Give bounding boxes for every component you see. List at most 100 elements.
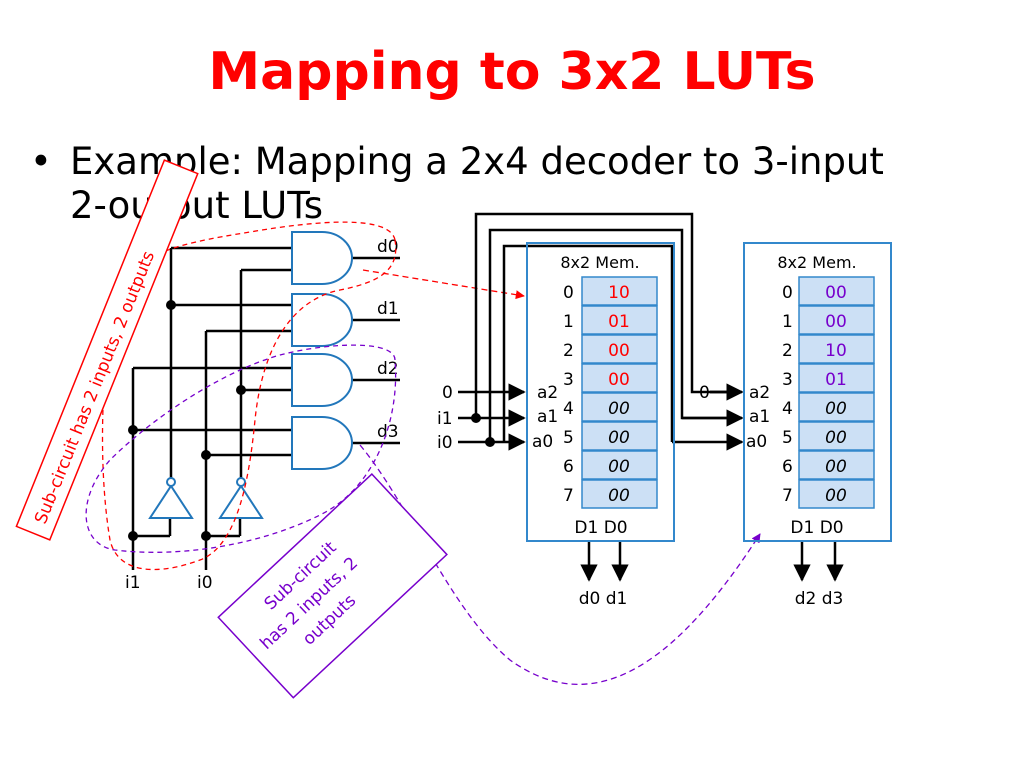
lut1-value: 01 xyxy=(608,312,630,332)
inverter-i0-bubble xyxy=(236,477,246,487)
lut1-data-pins: D1 D0 xyxy=(574,518,627,538)
purple-dashed-arrow xyxy=(359,444,761,685)
lut2-value: 00 xyxy=(825,428,847,448)
lut2-cell xyxy=(798,305,875,335)
lut2-value: 00 xyxy=(825,399,847,419)
lut1-value: 10 xyxy=(608,283,630,303)
lut1-cell xyxy=(581,334,658,364)
output-label-d3: d3 xyxy=(377,422,399,442)
lut2-value: 00 xyxy=(825,486,847,506)
output-label-d1: d1 xyxy=(377,299,399,319)
junction-dot xyxy=(471,413,481,423)
lut1-address: 4 xyxy=(563,399,574,419)
lut2-cell xyxy=(798,392,875,422)
lut2-pin-a0: a0 xyxy=(746,432,767,452)
lut2-cell xyxy=(798,334,875,364)
purple-subcircuit-annotation: Sub-circuit has 2 inputs, 2 outputs xyxy=(85,344,761,699)
red-note-text: Sub-circuit has 2 inputs, 2 outputs xyxy=(31,248,159,527)
route-a2-lut2 xyxy=(474,212,736,418)
lut1-value: 00 xyxy=(608,457,630,477)
red-dashed-arrow xyxy=(362,269,525,300)
junction-dot xyxy=(485,437,495,447)
lut2-address: 3 xyxy=(782,370,793,390)
lut1-value: 00 xyxy=(608,370,630,390)
lut1-input-0: 0 xyxy=(442,383,453,403)
lut1-address: 0 xyxy=(563,283,574,303)
lut1-cell xyxy=(581,479,658,509)
junction-dot xyxy=(201,450,211,460)
lut1-output-labels: d0 d1 xyxy=(579,589,628,609)
lut2-value: 00 xyxy=(825,312,847,332)
junction-dot xyxy=(236,385,246,395)
lut2-data-pins: D1 D0 xyxy=(790,518,843,538)
lut2-address: 4 xyxy=(782,399,793,419)
lut1-value: 00 xyxy=(608,428,630,448)
lut1-pin-a1: a1 xyxy=(537,407,558,427)
junction-dot xyxy=(201,531,211,541)
purple-dashed-region xyxy=(85,344,397,553)
lut1-pin-a0: a0 xyxy=(532,432,553,452)
junction-dot xyxy=(128,425,138,435)
lut2-cell xyxy=(798,479,875,509)
red-note-box xyxy=(15,159,199,541)
junction-dot xyxy=(128,531,138,541)
lut2-value: 00 xyxy=(825,283,847,303)
lut1-address: 3 xyxy=(563,370,574,390)
inverter-i1 xyxy=(148,484,194,519)
lut1-address: 6 xyxy=(563,457,574,477)
lut2-address: 0 xyxy=(782,283,793,303)
lut1-cell xyxy=(581,363,658,393)
input-label-i0: i0 xyxy=(197,573,213,593)
lut2-output-labels: d2 d3 xyxy=(795,589,844,609)
lut2-value: 00 xyxy=(825,457,847,477)
slide-title: Mapping to 3x2 LUTs xyxy=(208,42,816,102)
lut1-cell xyxy=(581,450,658,480)
decoder-circuit xyxy=(131,246,400,570)
output-label-d2: d2 xyxy=(377,359,399,379)
lut2-pin-a1: a1 xyxy=(749,407,770,427)
and-gate-d3 xyxy=(291,416,353,470)
lut1-cell xyxy=(581,421,658,451)
bullet-dot: • xyxy=(30,140,52,183)
lut2-cell xyxy=(798,363,875,393)
lut2-address: 2 xyxy=(782,341,793,361)
lut1-value: 00 xyxy=(608,341,630,361)
junction-dot xyxy=(166,300,176,310)
lut1-value: 00 xyxy=(608,486,630,506)
input-label-i1: i1 xyxy=(125,573,141,593)
lut2-cell xyxy=(798,421,875,451)
lut2-input-0: 0 xyxy=(699,383,710,403)
route-a0-lut2 xyxy=(502,244,674,442)
lut1-address: 5 xyxy=(563,428,574,448)
lut1-input-i0: i0 xyxy=(437,433,453,453)
inverter-i1-bubble xyxy=(166,477,176,487)
lut1-address: 7 xyxy=(563,486,574,506)
lut1-title: 8x2 Mem. xyxy=(560,253,639,272)
lut1-address: 2 xyxy=(563,341,574,361)
lut2-address: 7 xyxy=(782,486,793,506)
output-label-d0: d0 xyxy=(377,237,399,257)
bullet-text-line1: Example: Mapping a 2x4 decoder to 3-inpu… xyxy=(70,140,884,183)
purple-note-box xyxy=(217,473,448,699)
lut1-address: 1 xyxy=(563,312,574,332)
lut2-value: 10 xyxy=(825,341,847,361)
lut2-address: 5 xyxy=(782,428,793,448)
lut2-title: 8x2 Mem. xyxy=(777,253,856,272)
lut2-cell xyxy=(798,276,875,306)
lut2-pin-a2: a2 xyxy=(749,383,770,403)
lut-routing-wires xyxy=(458,212,844,582)
lut1-border xyxy=(526,242,675,542)
lut1-cell xyxy=(581,305,658,335)
lut1-cell xyxy=(581,276,658,306)
lut1-input-i1: i1 xyxy=(437,409,453,429)
and-gate-d2 xyxy=(291,353,353,407)
lut2-address: 6 xyxy=(782,457,793,477)
lut1-cell xyxy=(581,392,658,422)
lut1-value: 00 xyxy=(608,399,630,419)
red-dashed-region xyxy=(101,221,397,571)
lut1-pin-a2: a2 xyxy=(537,383,558,403)
